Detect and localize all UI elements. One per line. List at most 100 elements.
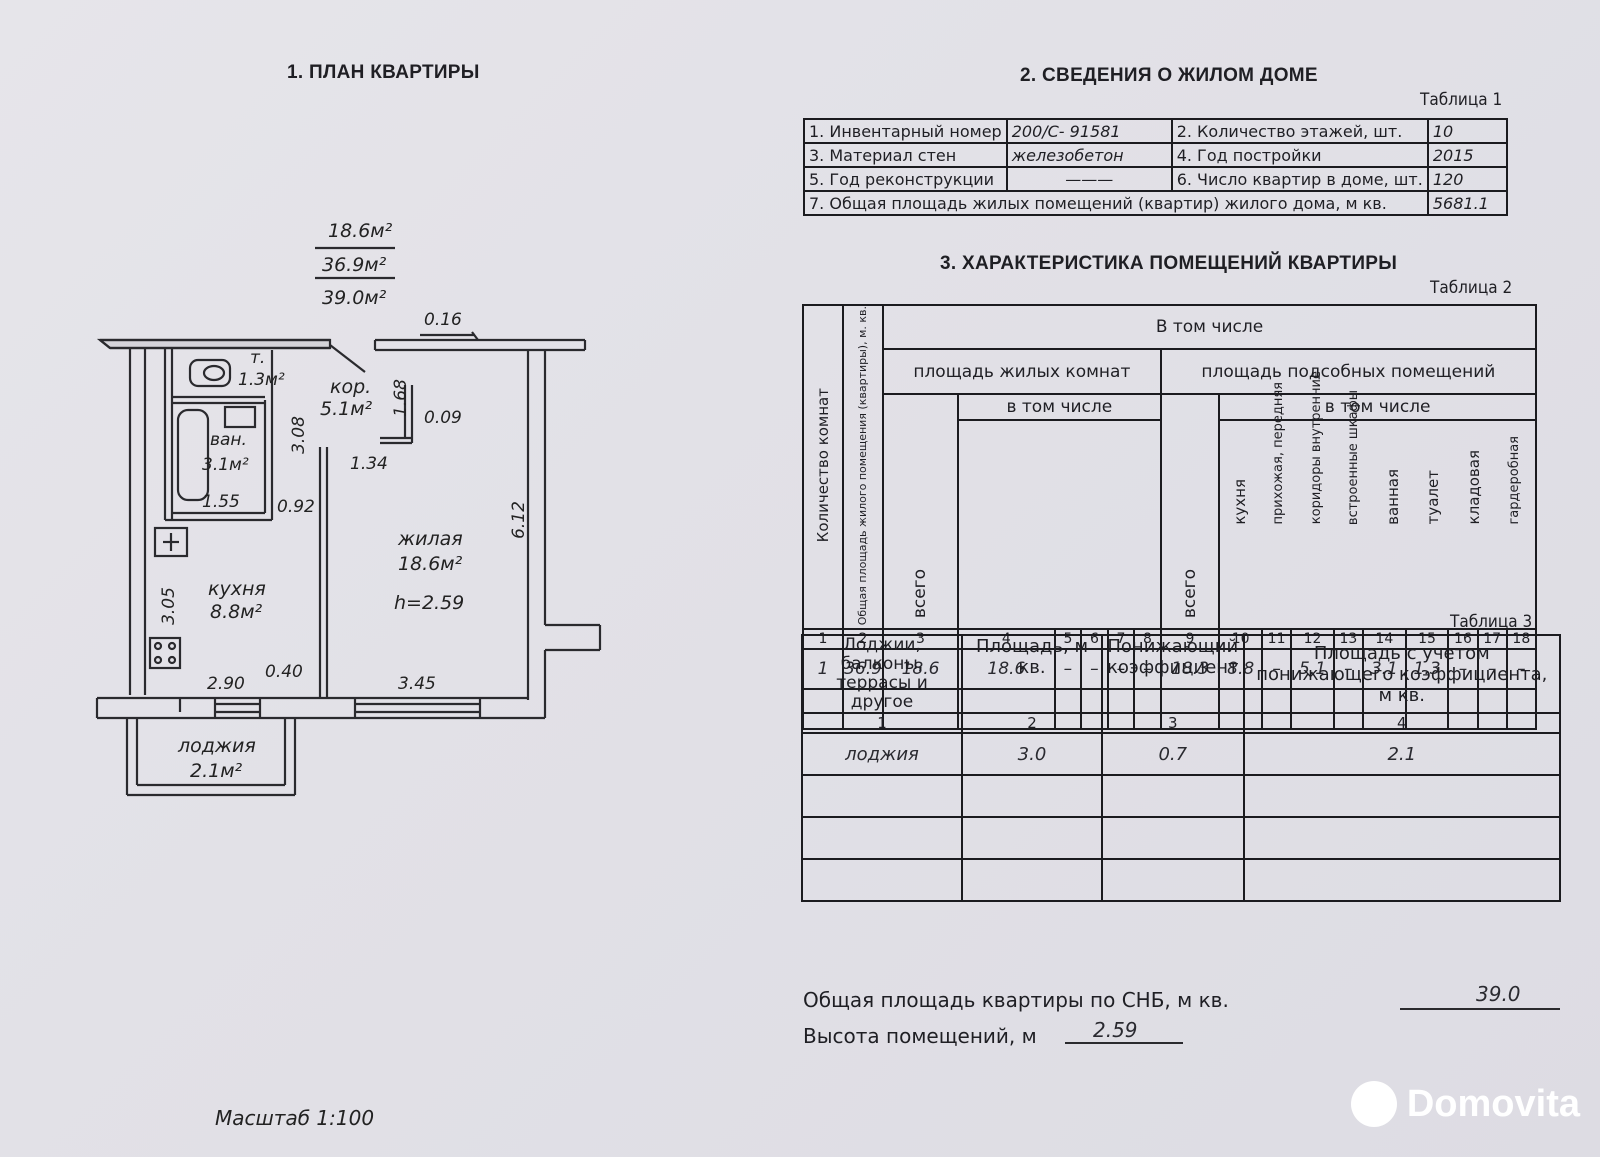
table-cell	[801, 774, 963, 818]
dim-134: 1.34	[350, 454, 388, 474]
table-cell: 5681.1	[1426, 190, 1509, 216]
table-row	[801, 816, 1562, 860]
table-cell: 10	[1426, 118, 1509, 144]
watermark: Domovita	[1350, 1081, 1580, 1127]
header-hall: прихожая, передняя	[1271, 382, 1287, 525]
table-cell: площадь жилых комнат	[882, 348, 1162, 395]
table3-caption: Таблица 3	[1450, 612, 1533, 632]
header-toilet: туалет	[1424, 470, 1443, 525]
header-wardrobe: гардеробная	[1507, 436, 1523, 525]
house-info-table: 1. Инвентарный номер 200/С- 91581 2. Кол…	[803, 118, 1509, 216]
table-cell: всего	[882, 392, 959, 631]
table-cell: 0.7	[1101, 732, 1245, 776]
table-cell: 2.1	[1242, 732, 1562, 776]
plan-area-living: 18.6м²	[328, 220, 393, 242]
dim-009: 0.09	[424, 408, 462, 428]
table-cell: Общая площадь жилого помещения (квартиры…	[842, 303, 884, 631]
dim-092: 0.92	[277, 497, 315, 517]
table-cell: 3. Материал стен	[803, 142, 1008, 168]
height-value: 2.59	[1093, 1018, 1138, 1042]
section3-title: 3. ХАРАКТЕРИСТИКА ПОМЕЩЕНИЙ КВАРТИРЫ	[940, 253, 1398, 274]
loggia-area: 2.1м²	[190, 760, 243, 782]
floor-plan	[95, 246, 602, 797]
dim-155: 1.55	[202, 492, 240, 512]
header-kitchen: кухня	[1231, 479, 1250, 525]
table-row	[801, 858, 1562, 902]
corridor-label: кор.	[330, 376, 372, 398]
header-all: всего	[910, 569, 930, 619]
dim-016: 0.16	[424, 310, 462, 330]
plan-scale: Масштаб 1:100	[215, 1106, 375, 1130]
header-closets: встроенные шкафы	[1346, 389, 1362, 525]
dim-345: 3.45	[398, 674, 436, 694]
watermark-logo-icon	[1350, 1081, 1397, 1127]
table-cell: в том числе	[957, 392, 1162, 631]
kitchen-area: 8.8м²	[210, 601, 263, 623]
table2-caption: Таблица 2	[1430, 278, 1513, 298]
table-cell: 6. Число квартир в доме, шт.	[1170, 166, 1429, 192]
table-row: Лоджии, балконы, террасы и другое Площад…	[801, 634, 1562, 714]
total-area-underline	[1400, 1008, 1560, 1010]
header-all2: всего	[1179, 569, 1200, 619]
bath-area: 3.1м²	[202, 455, 249, 475]
table-cell: лоджия	[801, 732, 963, 776]
table-cell: 5. Год реконструкции	[803, 166, 1008, 192]
table-cell	[1101, 774, 1245, 818]
dim-305: 3.05	[158, 587, 179, 625]
corridor-area: 5.1м²	[320, 398, 373, 420]
table-cell	[961, 816, 1103, 860]
loggia-label: лоджия	[178, 735, 256, 757]
table-cell	[801, 858, 963, 902]
table-cell: железобетон	[1005, 142, 1173, 168]
table-cell	[801, 816, 963, 860]
header-corridors: коридоры внутренние	[1308, 371, 1324, 525]
header-storage: кладовая	[1464, 450, 1483, 525]
table-cell: Площадь, м кв.	[961, 634, 1103, 714]
table-cell: 3.0	[961, 732, 1103, 776]
bath-label: ван.	[210, 430, 247, 450]
living-label: жилая	[398, 528, 463, 550]
table-cell	[1101, 816, 1245, 860]
table-row: 1. Инвентарный номер 200/С- 91581 2. Кол…	[803, 118, 1509, 144]
header-total: Общая площадь жилого помещения (квартиры…	[856, 306, 869, 626]
table-cell: 7. Общая площадь жилых помещений (кварти…	[803, 190, 1429, 216]
living-height: h=2.59	[394, 592, 465, 614]
dim-290: 2.90	[207, 674, 245, 694]
loggia-table: Лоджии, балконы, террасы и другое Площад…	[801, 634, 1562, 902]
table-row: 1 2 3 4	[801, 712, 1562, 734]
table-row: площадь жилых комнат площадь подсобных п…	[803, 348, 1538, 395]
height-underline	[1065, 1042, 1183, 1044]
table-cell: Площадь с учетом понижающего коэффициент…	[1242, 634, 1562, 714]
table-cell: 4. Год постройки	[1170, 142, 1429, 168]
table-row: лоджия 3.0 0.7 2.1	[801, 732, 1562, 776]
header-rooms: Количество комнат	[813, 387, 832, 543]
living-area: 18.6м²	[398, 553, 463, 575]
plan-area-snb: 39.0м²	[322, 287, 387, 309]
table-row: 7. Общая площадь жилых помещений (кварти…	[803, 190, 1509, 216]
table-cell	[1242, 816, 1562, 860]
table-row: всего в том числе всего в том числе кухн…	[803, 371, 1537, 631]
table-cell	[1101, 858, 1245, 902]
table-cell: Понижающий коэффициент	[1101, 634, 1245, 714]
table1-caption: Таблица 1	[1420, 90, 1503, 110]
dim-168: 1.68	[390, 379, 411, 417]
table-cell: Лоджии, балконы, террасы и другое	[801, 634, 963, 714]
table-row: 5. Год реконструкции ——— 6. Число кварти…	[803, 166, 1509, 192]
header-incl-living: в том числе	[959, 395, 1160, 421]
table-cell	[1242, 774, 1562, 818]
toilet-area: 1.3м²	[238, 370, 285, 390]
dim-040: 0.40	[265, 662, 303, 682]
total-area-label: Общая площадь квартиры по СНБ, м кв.	[803, 988, 1229, 1012]
table-cell: Количество комнат	[802, 303, 844, 631]
table-cell	[1242, 858, 1562, 902]
table-cell: 1	[801, 712, 963, 734]
dim-612: 6.12	[508, 501, 529, 539]
table-row: Количество комнат Общая площадь жилого п…	[802, 303, 1537, 631]
header-incl-aux: в том числе	[1220, 395, 1535, 421]
total-area-value: 39.0	[1476, 982, 1521, 1006]
table-row	[801, 774, 1562, 818]
plan-area-total: 36.9м²	[322, 254, 387, 276]
table-cell: 2	[961, 712, 1103, 734]
section1-title: 1. ПЛАН КВАРТИРЫ	[287, 62, 480, 83]
table-cell: 2. Количество этажей, шт.	[1170, 118, 1429, 144]
